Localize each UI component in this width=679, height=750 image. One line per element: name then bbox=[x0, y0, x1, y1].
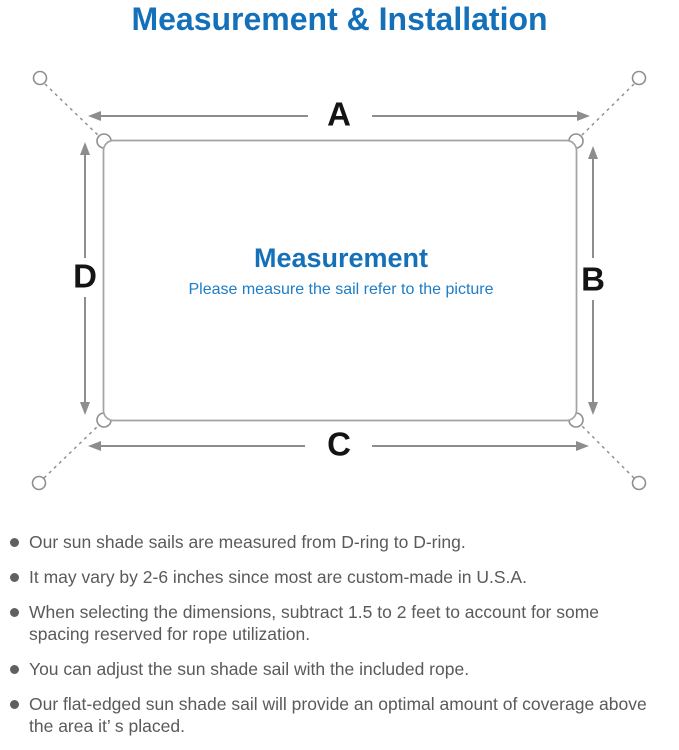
list-item: You can adjust the sun shade sail with t… bbox=[10, 658, 662, 680]
list-item: Our flat-edged sun shade sail will provi… bbox=[10, 693, 662, 737]
bullet-icon bbox=[10, 700, 19, 709]
dimension-label-c: C bbox=[327, 425, 351, 463]
sail-diagram-graphic bbox=[31, 70, 647, 491]
note-text: It may vary by 2-6 inches since most are… bbox=[29, 567, 527, 587]
note-text: When selecting the dimensions, subtract … bbox=[29, 602, 600, 644]
dimension-label-a: A bbox=[327, 95, 351, 133]
measurement-diagram: A B C D Measurement Please measure the s… bbox=[31, 70, 647, 491]
list-item: Our sun shade sails are measured from D-… bbox=[10, 531, 662, 553]
rope-dashed-line-bottom-left bbox=[43, 423, 101, 479]
arrowhead-b-bottom bbox=[588, 402, 598, 415]
dimension-label-d: D bbox=[73, 257, 97, 295]
arrowhead-c-left bbox=[88, 441, 101, 451]
bullet-icon bbox=[10, 573, 19, 582]
dimension-label-b: B bbox=[581, 260, 605, 298]
bullet-icon bbox=[10, 608, 19, 617]
arrowhead-a-left bbox=[88, 111, 101, 121]
diagram-heading: Measurement bbox=[253, 243, 429, 273]
page-title: Measurement & Installation bbox=[131, 1, 548, 37]
arrowhead-b-top bbox=[588, 146, 598, 159]
bullet-icon bbox=[10, 665, 19, 674]
arrowhead-d-top bbox=[80, 142, 90, 155]
list-item: When selecting the dimensions, subtract … bbox=[10, 601, 662, 645]
rope-dashed-line-top-right bbox=[578, 83, 635, 139]
rope-dashed-line-top-left bbox=[44, 83, 102, 139]
arrowhead-c-right bbox=[576, 441, 589, 451]
bullet-icon bbox=[10, 538, 19, 547]
diagram-subheading: Please measure the sail refer to the pic… bbox=[188, 280, 494, 298]
note-text: Our flat-edged sun shade sail will provi… bbox=[29, 694, 647, 736]
anchor-ring-icon-bottom-right bbox=[631, 475, 647, 491]
sail-rectangle bbox=[102, 139, 578, 422]
rope-dashed-line-bottom-right bbox=[579, 423, 635, 479]
anchor-ring-icon-bottom-left bbox=[31, 475, 47, 491]
note-text: Our sun shade sails are measured from D-… bbox=[29, 532, 466, 552]
measurement-notes-list: Our sun shade sails are measured from D-… bbox=[10, 531, 662, 750]
anchor-ring-icon-top-left bbox=[32, 70, 48, 86]
anchor-ring-icon-top-right bbox=[631, 70, 647, 86]
arrowhead-a-right bbox=[577, 111, 590, 121]
note-text: You can adjust the sun shade sail with t… bbox=[29, 659, 470, 679]
list-item: It may vary by 2-6 inches since most are… bbox=[10, 566, 662, 588]
diagram-center-text: Measurement Please measure the sail refe… bbox=[188, 243, 494, 299]
arrowhead-d-bottom bbox=[80, 402, 90, 415]
